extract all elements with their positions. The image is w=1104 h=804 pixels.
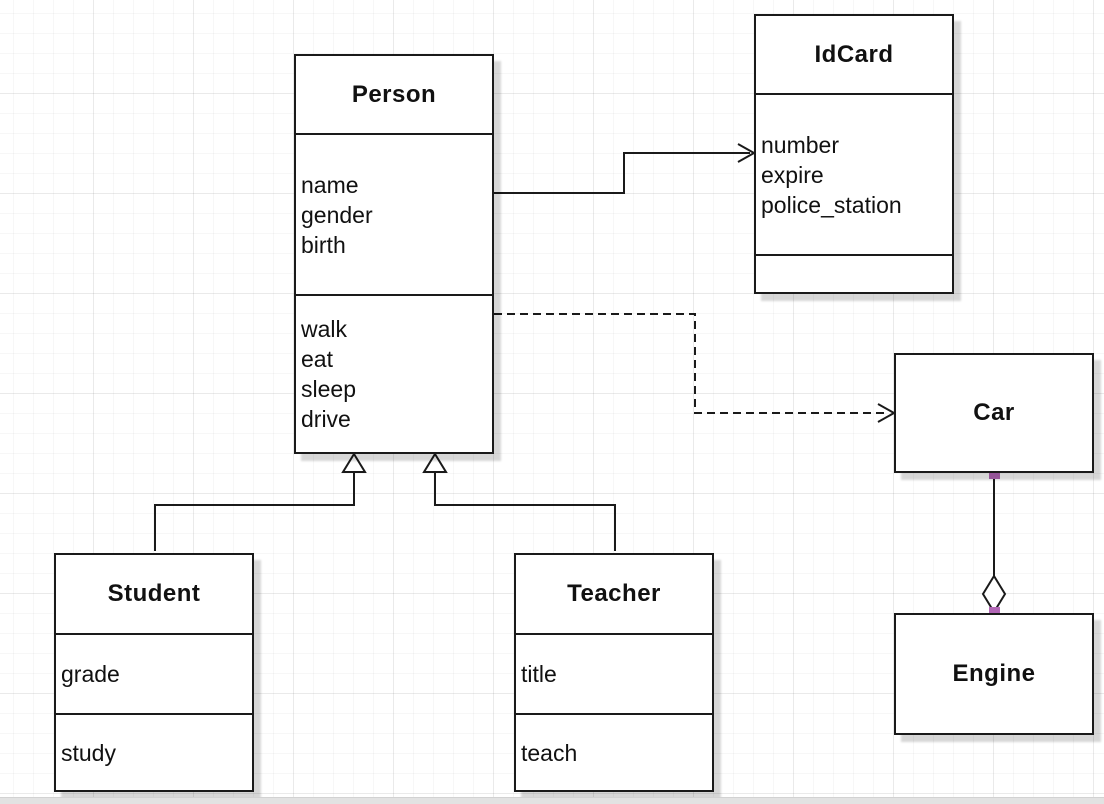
hollow-triangle-student-icon (341, 452, 367, 473)
method-label: study (61, 739, 116, 766)
selection-handle-car[interactable] (989, 468, 1000, 479)
attribute-label: title (521, 661, 557, 687)
dependency-person-car[interactable] (494, 313, 888, 414)
attribute-label: birth (301, 231, 346, 258)
attribute-label: name (301, 171, 359, 198)
association-person-idcard[interactable] (494, 152, 750, 194)
methods-section-student: study (56, 713, 252, 790)
method-label: teach (521, 739, 578, 766)
class-title-idcard: IdCard (814, 40, 894, 68)
class-box-student[interactable]: Student grade study (54, 553, 254, 792)
hollow-diamond-aggregation-icon (981, 574, 1007, 614)
methods-section-teacher: teach (516, 713, 712, 790)
class-title-person: Person (351, 80, 437, 108)
class-title-teacher: Teacher (567, 580, 661, 607)
methods-section-idcard (756, 254, 952, 292)
class-box-car[interactable]: Car (894, 353, 1094, 473)
attribute-label: police_station (761, 191, 902, 218)
generalization-teacher-person[interactable] (434, 472, 616, 551)
attributes-section-teacher: title (516, 633, 712, 713)
class-title-engine: Engine (952, 660, 1036, 687)
method-label: eat (301, 346, 333, 372)
class-box-engine[interactable]: Engine (894, 613, 1094, 735)
class-box-teacher[interactable]: Teacher title teach (514, 553, 714, 792)
class-box-idcard[interactable]: IdCard number expire police_station (754, 14, 954, 294)
class-title-student: Student (107, 580, 201, 607)
method-label: sleep (301, 376, 356, 402)
canvas-bottom-edge (0, 797, 1104, 804)
class-box-person[interactable]: Person name gender birth walk eat sleep drive (294, 54, 494, 454)
hollow-triangle-teacher-icon (422, 452, 448, 473)
generalization-student-person[interactable] (154, 472, 355, 551)
methods-section-person: walk eat sleep drive (296, 294, 492, 452)
attribute-label: number (761, 131, 839, 158)
attributes-section-idcard: number expire police_station (756, 93, 952, 254)
attributes-section-student: grade (56, 633, 252, 713)
selection-handle-engine[interactable] (989, 607, 1000, 618)
attributes-section-person: name gender birth (296, 133, 492, 294)
attribute-label: expire (761, 161, 824, 188)
attribute-label: grade (61, 661, 120, 687)
class-title-car: Car (973, 399, 1015, 426)
method-label: walk (301, 316, 348, 342)
attribute-label: gender (301, 201, 373, 228)
open-arrowhead-idcard-icon (737, 143, 755, 163)
open-arrowhead-car-icon (877, 403, 895, 423)
method-label: drive (301, 406, 351, 432)
